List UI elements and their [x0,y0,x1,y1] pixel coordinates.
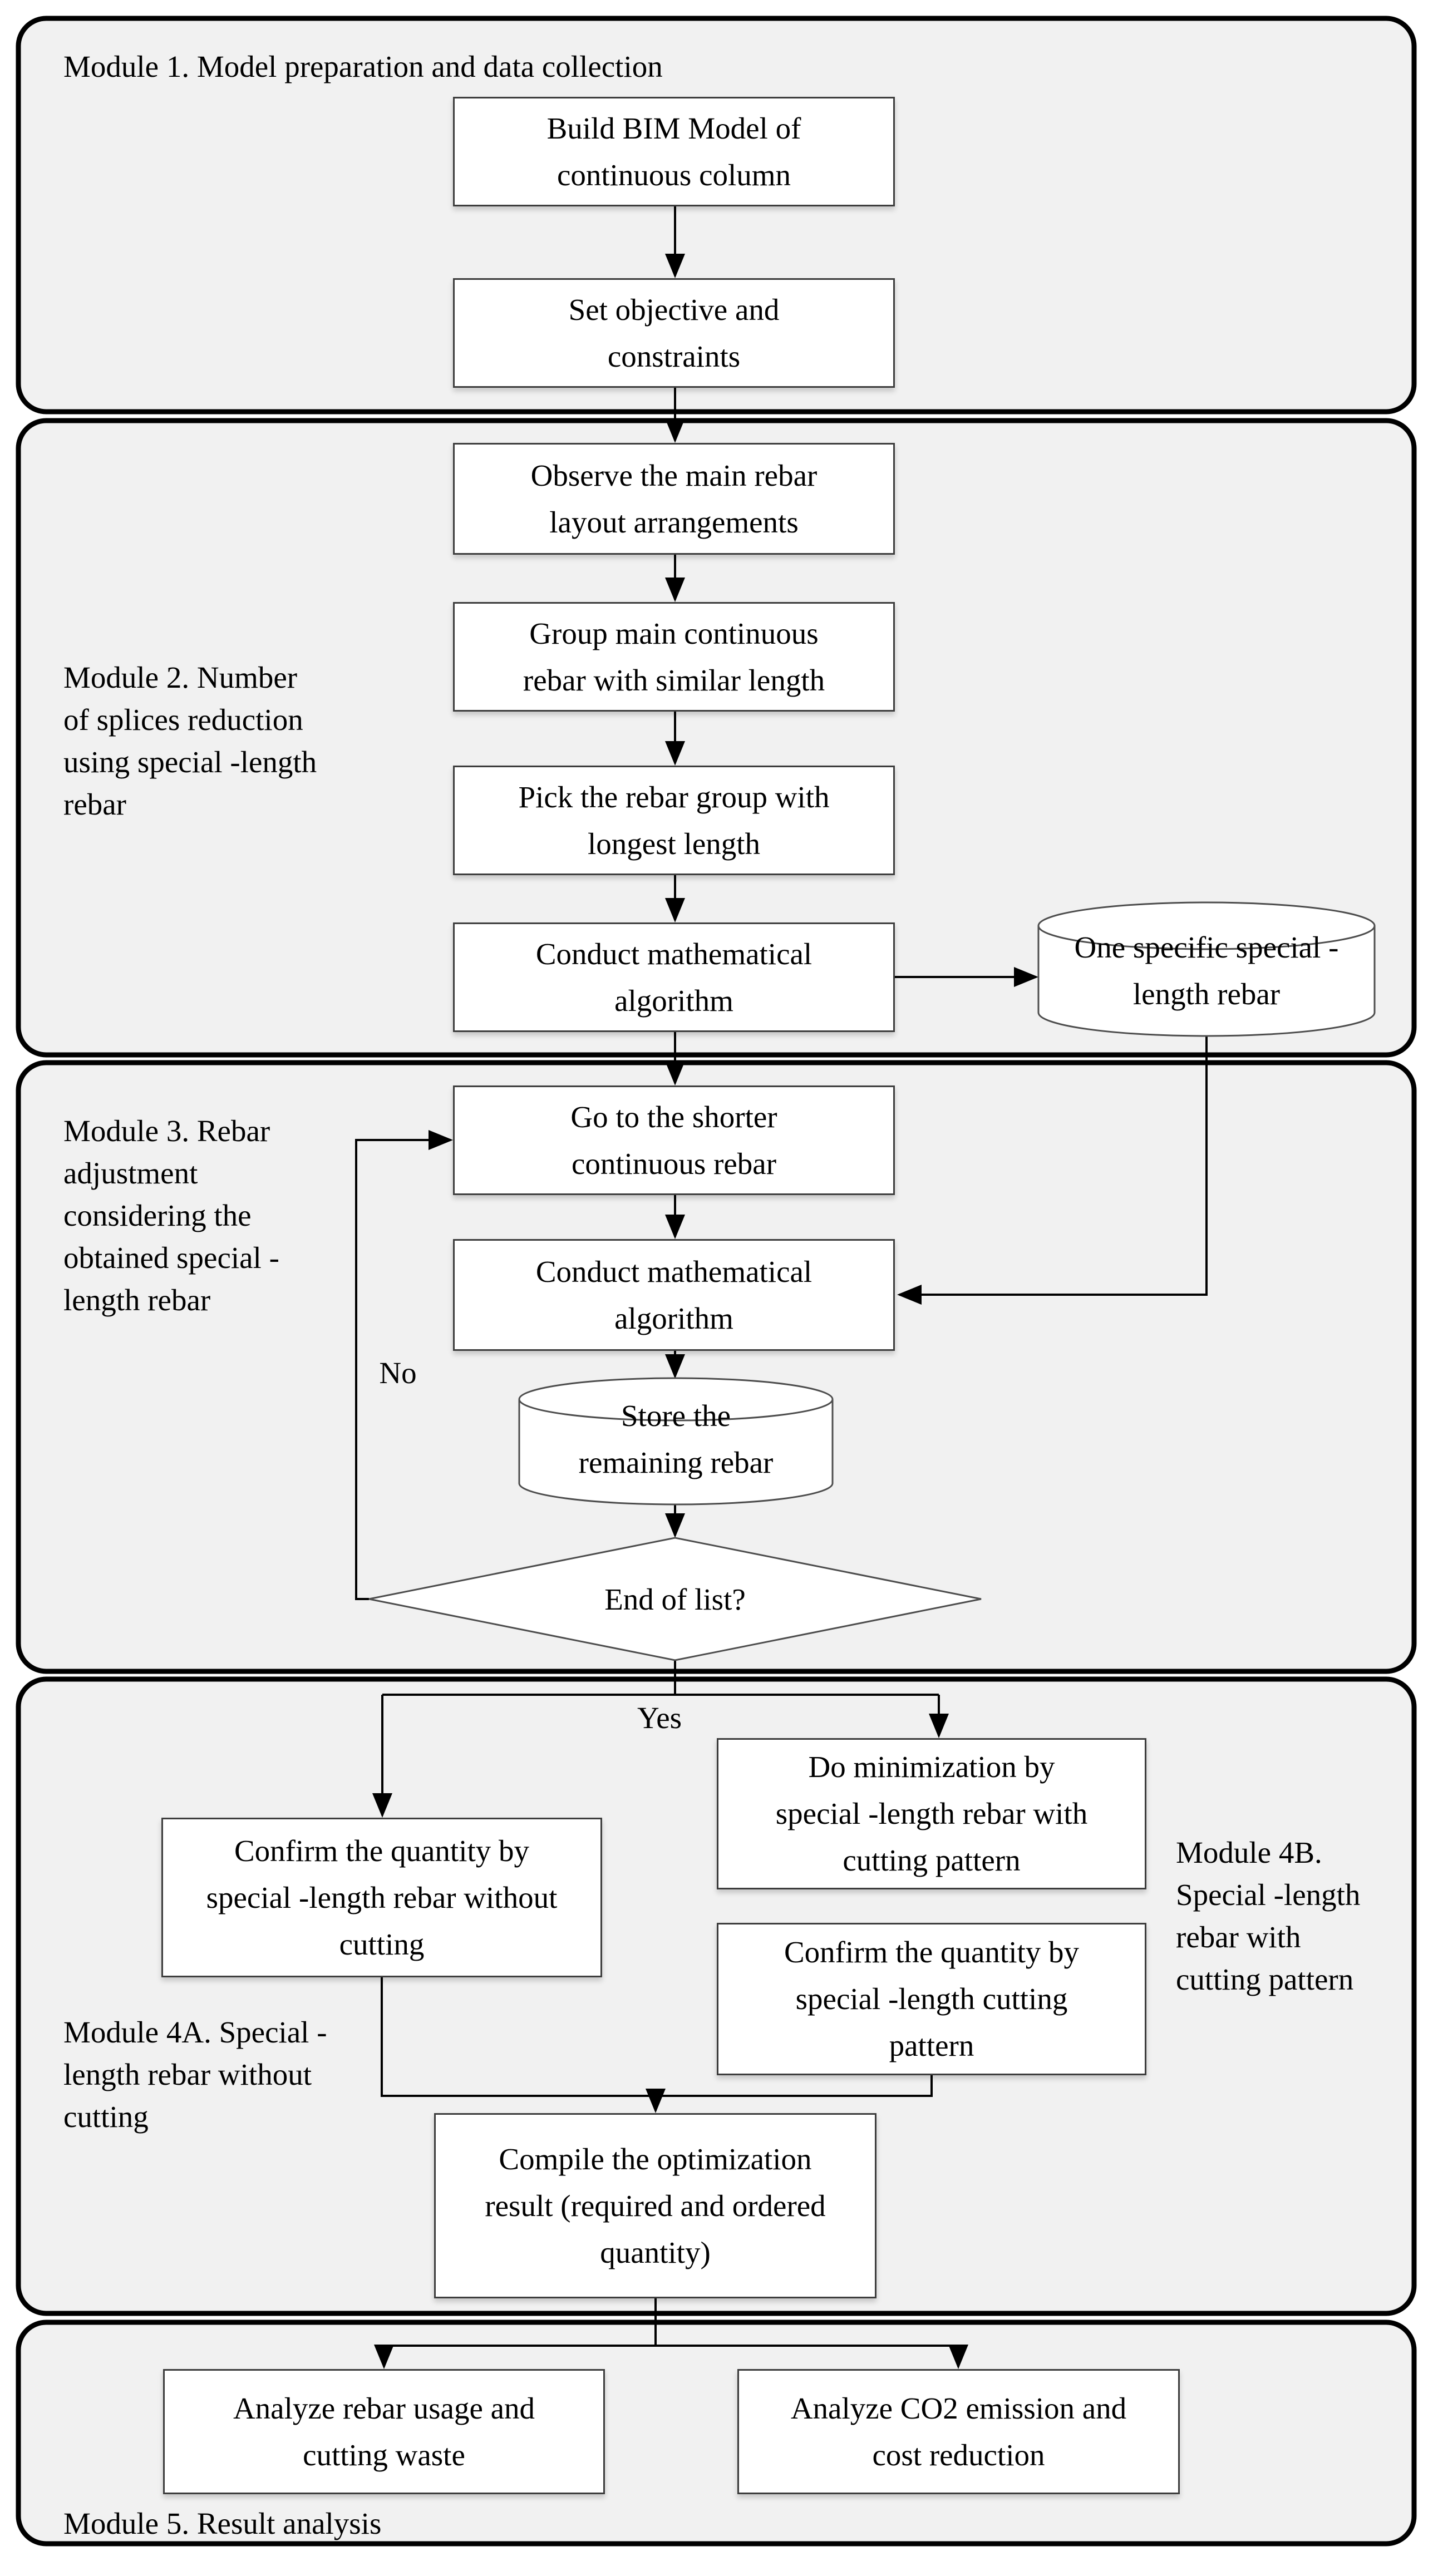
process-text-line: Group main continuous [529,616,819,650]
process-text-line: Conduct mathematical [535,936,812,971]
process-text-line: special -length cutting [795,1982,1068,2016]
module-5-title: Module 5. Result analysis [63,2503,620,2545]
process-text-line: cutting [339,1927,425,1961]
process-text-line: Conduct mathematical [535,1254,812,1289]
process-text-line: constraints [607,339,741,373]
process-conduct-math-m2: Conduct mathematical algorithm [453,922,895,1032]
datastore-text-line: Store the [621,1399,731,1433]
module-title-line: Special -length [1176,1878,1361,1912]
module-title-line: Module 5. Result analysis [63,2506,382,2540]
process-text-line: Compile the optimization [499,2141,812,2176]
datastore-text-line: remaining rebar [578,1445,774,1479]
module-4a-title: Module 4A. Special - length rebar withou… [63,2011,420,2138]
decision-end-of-list [368,1537,982,1661]
process-text-line: continuous column [557,157,791,192]
module-1-title: Module 1. Model preparation and data col… [63,46,843,88]
decision-text-line: End of list? [604,1582,746,1616]
process-text-line: Analyze CO2 emission and [790,2391,1127,2425]
process-text-line: Analyze rebar usage and [233,2391,535,2425]
module-title-line: Module 4A. Special - [63,2015,327,2049]
process-text-line: special -length rebar without [206,1880,558,1914]
module-title-line: length rebar without [63,2057,312,2091]
module-title-line: cutting [63,2100,149,2134]
process-text-line: Do minimization by [808,1750,1055,1784]
module-3-title: Module 3. Rebar adjustment considering t… [63,1110,420,1321]
process-text-line: Confirm the quantity by [784,1935,1080,1969]
module-title-line: considering the [63,1198,252,1232]
edge-label-no: No [379,1356,417,1390]
process-text-line: Build BIM Model of [546,111,801,145]
module-title-line: length rebar [63,1283,211,1317]
process-text-line: cutting pattern [843,1843,1021,1877]
datastore-store-remaining-text: Store the remaining rebar [525,1392,827,1487]
datastore-store-remaining [518,1377,834,1506]
module-title-line: using special -length [63,745,317,779]
process-text-line: pattern [889,2029,974,2062]
module-title-line: rebar with [1176,1920,1301,1954]
process-text-line: layout arrangements [549,505,799,539]
process-set-objective: Set objective and constraints [453,278,895,388]
process-text-line: Go to the shorter [570,1099,777,1134]
process-text-line: longest length [587,826,761,861]
process-observe-layout: Observe the main rebar layout arrangemen… [453,443,895,555]
datastore-text-line: One specific special - [1074,930,1339,964]
module-2-title: Module 2. Number of splices reduction us… [63,657,420,826]
module-title-line: Module 2. Number [63,660,298,694]
process-text-line: result (required and ordered [485,2188,826,2223]
process-text-line: cutting waste [303,2437,465,2472]
edge-label-yes: Yes [637,1701,682,1735]
module-1-container [16,16,1417,414]
process-analyze-co2: Analyze CO2 emission and cost reduction [737,2369,1180,2494]
process-pick-group: Pick the rebar group with longest length [453,766,895,875]
datastore-text-line: length rebar [1132,977,1281,1011]
module-title-line: Module 4B. [1176,1835,1322,1869]
process-text-line: Set objective and [568,292,780,327]
datastore-one-specific-rebar-text: One specific special - length rebar [1044,918,1369,1024]
process-text-line: special -length rebar with [775,1797,1088,1830]
process-text-line: algorithm [614,1301,733,1335]
datastore-one-specific-rebar [1037,901,1376,1037]
process-confirm-without-cutting: Confirm the quantity by special -length … [161,1818,602,1977]
process-text-line: rebar with similar length [523,663,825,697]
process-do-minimization: Do minimization by special -length rebar… [717,1738,1146,1889]
process-text-line: cost reduction [872,2437,1045,2472]
process-build-bim-model: Build BIM Model of continuous column [453,97,895,206]
module-4b-title: Module 4B. Special -length rebar with cu… [1176,1832,1415,2001]
module-title-line: Module 1. Model preparation and data col… [63,50,663,83]
arrow-datastore-to-math3 [897,1034,1208,1305]
module-3-container [16,1060,1417,1674]
process-text-line: Confirm the quantity by [234,1833,530,1868]
process-group-rebar: Group main continuous rebar with similar… [453,602,895,712]
module-title-line: cutting pattern [1176,1962,1354,1996]
module-title-line: Module 3. Rebar [63,1114,270,1148]
process-analyze-usage: Analyze rebar usage and cutting waste [163,2369,605,2494]
process-compile-result: Compile the optimization result (require… [434,2113,876,2298]
arrow-no-loop [355,1130,453,1600]
line-merge-right [660,2075,933,2097]
process-go-shorter: Go to the shorter continuous rebar [453,1085,895,1195]
process-text-line: Observe the main rebar [530,458,818,492]
module-title-line: obtained special - [63,1241,279,1275]
line-merge-left [381,1977,651,2097]
decision-end-of-list-text: End of list? [425,1558,925,1641]
module-title-line: adjustment [63,1156,198,1190]
module-title-line: of splices reduction [63,703,303,737]
process-text-line: Pick the rebar group with [518,779,830,814]
process-text-line: algorithm [614,983,733,1018]
process-conduct-math-m3: Conduct mathematical algorithm [453,1239,895,1351]
process-confirm-cutting-pattern: Confirm the quantity by special -length … [717,1923,1146,2075]
process-text-line: continuous rebar [571,1146,777,1181]
module-title-line: rebar [63,787,126,821]
module-2-container [16,418,1417,1058]
process-text-line: quantity) [600,2235,711,2269]
